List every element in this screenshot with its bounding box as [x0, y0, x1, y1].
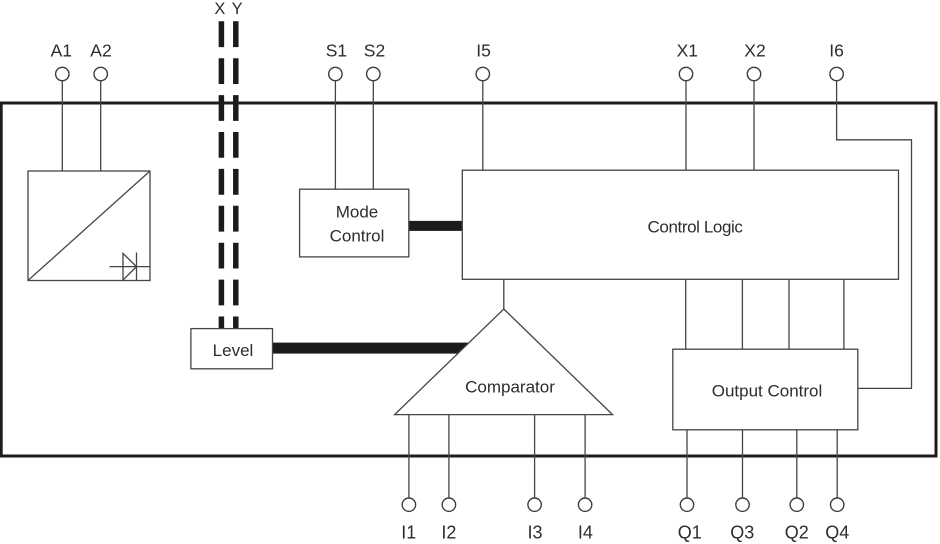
svg-text:I6: I6: [829, 41, 844, 61]
svg-text:I4: I4: [578, 523, 593, 543]
svg-text:I2: I2: [441, 523, 456, 543]
svg-text:Level: Level: [213, 341, 254, 360]
svg-text:Y: Y: [232, 0, 243, 18]
svg-text:Control: Control: [330, 227, 385, 246]
svg-text:A1: A1: [51, 41, 72, 61]
svg-text:Q4: Q4: [825, 523, 849, 543]
svg-text:X1: X1: [677, 41, 698, 61]
svg-text:Comparator: Comparator: [465, 377, 555, 396]
svg-text:Q1: Q1: [678, 523, 702, 543]
svg-text:X2: X2: [744, 41, 765, 61]
svg-text:S2: S2: [364, 41, 385, 61]
svg-text:X: X: [214, 0, 225, 18]
svg-text:Output Control: Output Control: [712, 382, 823, 401]
svg-text:Q2: Q2: [785, 523, 809, 543]
svg-text:S1: S1: [326, 41, 347, 61]
svg-text:Q3: Q3: [730, 523, 754, 543]
svg-text:I5: I5: [476, 41, 491, 61]
svg-text:I3: I3: [527, 523, 542, 543]
svg-text:A2: A2: [90, 41, 111, 61]
svg-text:Control Logic: Control Logic: [648, 218, 744, 237]
svg-text:I1: I1: [401, 523, 416, 543]
svg-text:Mode: Mode: [336, 202, 379, 221]
